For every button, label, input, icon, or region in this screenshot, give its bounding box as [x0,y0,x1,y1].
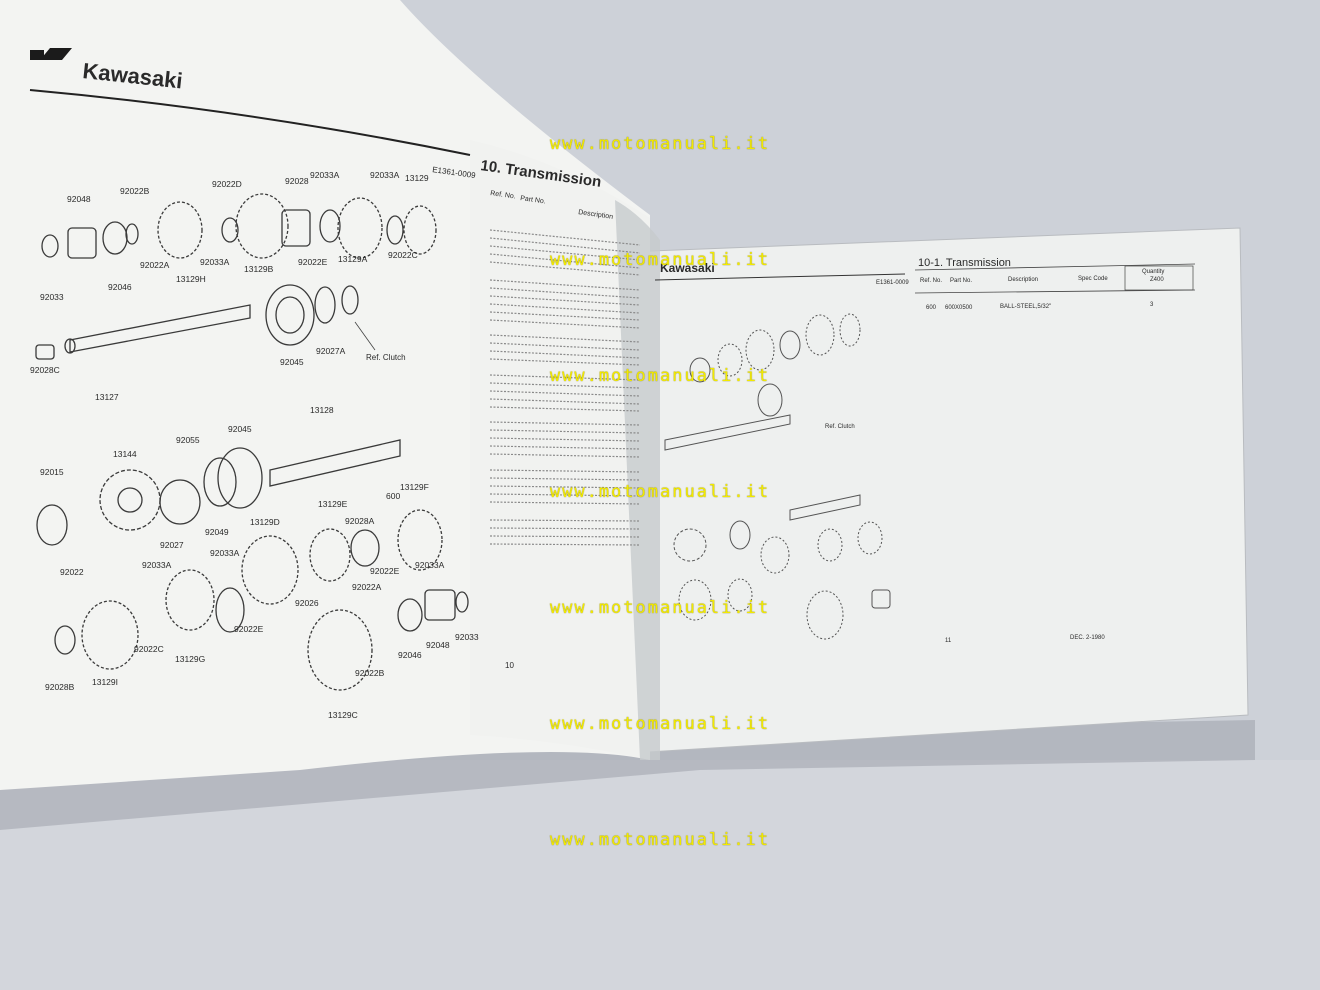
right-ref-clutch: Ref. Clutch [825,424,855,430]
part-label: 92028A [345,516,375,526]
part-label: 92033A [210,548,240,558]
part-label: 92046 [108,282,132,292]
part-label: 92027A [316,346,346,356]
part-label: 92022A [140,260,170,270]
right-page-number: 11 [945,638,952,644]
table-col-ref: Ref. No. [490,190,516,201]
part-label: 92022B [120,186,150,196]
part-label: 92015 [40,467,64,477]
right-col-desc: Description [1008,277,1038,283]
right-col-part: Part No. [950,278,972,284]
part-label: 92022C [388,250,418,260]
right-col-ref: Ref. No. [920,278,942,284]
right-diagram-code: E1361-0009 [876,280,909,286]
part-label: 92022A [352,582,382,592]
part-label: 92022B [355,668,385,678]
part-label: 13129F [400,482,429,492]
right-row-part: 600X0500 [945,305,973,311]
part-label: 92045 [280,357,304,367]
transmission-diagram-left [35,193,469,691]
part-label: 92055 [176,435,200,445]
part-label: 92022C [134,644,164,654]
watermark: www.motomanuali.it [549,134,771,154]
transmission-diagram-right [664,313,891,640]
part-label: 13129C [328,710,358,720]
part-label: 92033A [310,170,340,180]
table-page [470,140,650,760]
part-label: 13144 [113,449,137,459]
part-label: 13129B [244,264,274,274]
right-date: DEC. 2-1980 [1070,635,1105,641]
part-label: 13129E [318,499,348,509]
part-label: 92033A [142,560,172,570]
right-row-qty: 3 [1150,302,1154,308]
part-label: 92045 [228,424,252,434]
part-label: 92022D [212,179,242,189]
part-label: 92022E [234,624,264,634]
part-label: 13129 [405,173,429,183]
part-label: 13129D [250,517,280,527]
left-ref-clutch: Ref. Clutch [366,353,406,362]
right-table-header: Ref. No. Part No. Description Spec Code … [914,263,1196,311]
part-label: 13129I [92,677,118,687]
table-col-part: Part No. [520,195,546,206]
left-page-number: 10 [505,661,514,670]
part-label: 92033A [200,257,230,267]
left-part-labels: 92048 92022B 92022D 92028 92033A 92033A … [30,170,479,720]
table-col-desc: Description [578,209,614,221]
right-col-spec: Spec Code [1078,276,1108,282]
part-label: 92027 [160,540,184,550]
part-label: 92046 [398,650,422,660]
watermark: www.motomanuali.it [549,598,771,618]
part-label: 92048 [426,640,450,650]
part-label: 92048 [67,194,91,204]
part-label: 92022 [60,567,84,577]
part-label: 92022E [298,257,328,267]
part-label: 92026 [295,598,319,608]
watermark: www.motomanuali.it [549,714,771,734]
right-row-desc: BALL-STEEL,5/32" [1000,304,1051,310]
part-label: 92033A [370,170,400,180]
part-label: 92028C [30,365,60,375]
watermark: www.motomanuali.it [549,830,771,850]
right-col-qty: Quantity [1142,269,1164,275]
part-label: 92049 [205,527,229,537]
watermark: www.motomanuali.it [549,482,771,502]
part-label: 13129H [176,274,206,284]
part-label: 92033 [40,292,64,302]
part-label: 13129G [175,654,205,664]
parts-table-rows [489,229,641,546]
part-label: 92033A [415,560,445,570]
right-model: Z400 [1150,277,1164,283]
watermark: www.motomanuali.it [549,250,771,270]
right-heading: 10-1. Transmission [918,257,1011,269]
part-label: 13129A [338,254,368,264]
part-label: 13128 [310,405,334,415]
part-label: 92028B [45,682,75,692]
right-brand: Kawasaki [660,261,715,275]
part-label: 92028 [285,176,309,186]
part-label: 13127 [95,392,119,402]
part-label: 92022E [370,566,400,576]
watermark: www.motomanuali.it [549,366,771,386]
part-label: 600 [386,491,400,501]
right-row-ref: 600 [926,305,937,311]
part-label: 92033 [455,632,479,642]
